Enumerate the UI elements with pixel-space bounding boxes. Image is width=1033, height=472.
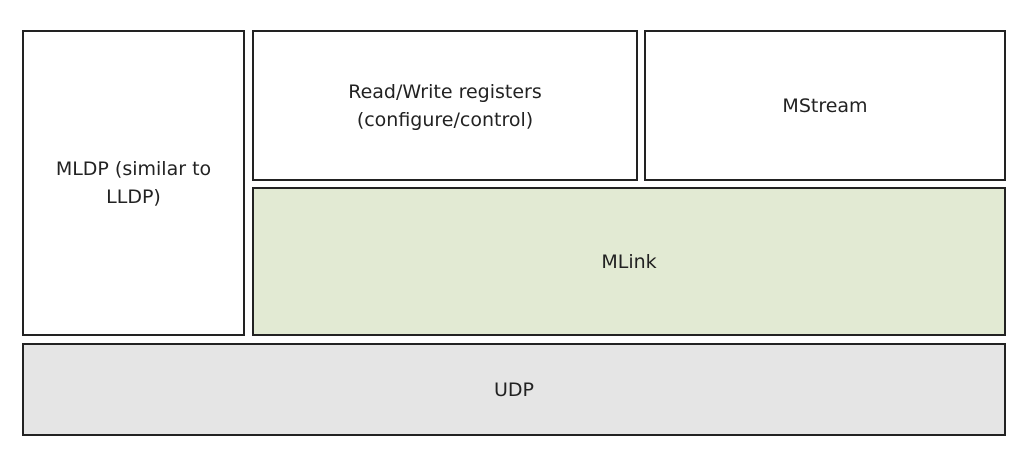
mlink-label: MLink xyxy=(601,250,657,273)
mldp-label: MLDP (similar to LLDP) xyxy=(55,158,212,208)
read-write-registers-block: Read/Write registers (configure/control) xyxy=(252,30,638,181)
mstream-block: MStream xyxy=(644,30,1006,181)
udp-label: UDP xyxy=(494,378,534,401)
udp-block: UDP xyxy=(22,343,1006,436)
mstream-label: MStream xyxy=(782,94,868,117)
read-write-registers-text: Read/Write registers (configure/control) xyxy=(348,78,542,134)
mldp-block: MLDP (similar to LLDP) xyxy=(22,30,245,336)
read-write-registers-label: Read/Write registers xyxy=(348,80,542,103)
mlink-block: MLink xyxy=(252,187,1006,336)
configure-control-label: (configure/control) xyxy=(356,108,534,131)
